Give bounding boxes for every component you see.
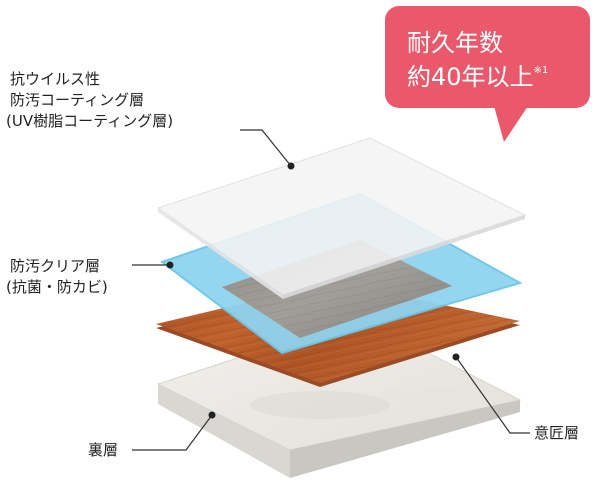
label-coating-layer: 抗ウイルス性 防汚コーティング層 (UV樹脂コーティング層): [6, 70, 173, 130]
label-coating-line2: 防汚コーティング層: [10, 91, 144, 109]
leader-back: [132, 414, 213, 451]
leader-dots: [166, 162, 460, 419]
leader-coating: [240, 129, 292, 167]
callout-line1: 耐久年数: [407, 29, 503, 57]
label-clear-line2: (抗菌・防カビ): [6, 278, 108, 296]
label-clear-line1: 防汚クリア層: [10, 257, 100, 275]
durability-callout: 耐久年数 約40年以上※1: [385, 6, 590, 142]
callout-note: ※1: [534, 65, 549, 76]
label-design-layer: 意匠層: [534, 424, 579, 442]
coating-layer-sheet: [156, 137, 527, 299]
label-coating-line1: 抗ウイルス性: [10, 70, 100, 88]
leader-design: [455, 356, 530, 434]
label-clear-layer: 防汚クリア層 (抗菌・防カビ): [6, 257, 108, 296]
callout-line2: 約40年以上※1: [407, 63, 548, 91]
leader-lines: [132, 129, 530, 451]
label-back-layer: 裏層: [88, 441, 118, 459]
label-coating-line3: (UV樹脂コーティング層): [6, 112, 173, 130]
back-layer-slab: [156, 317, 522, 478]
